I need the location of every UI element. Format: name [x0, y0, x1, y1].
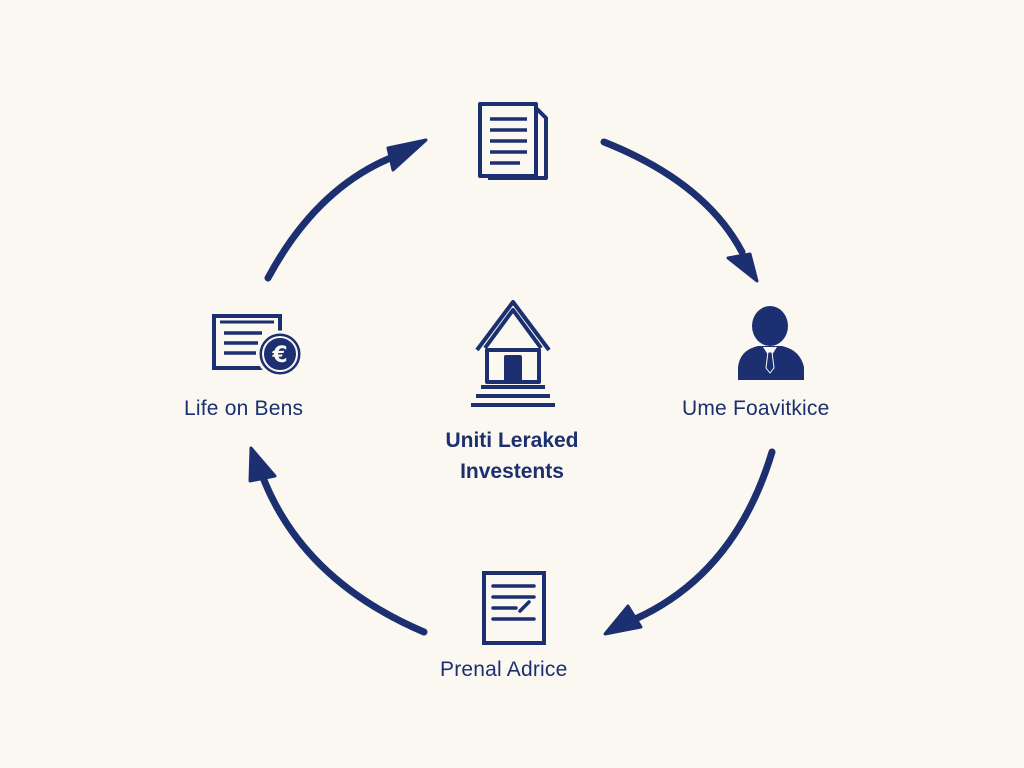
document-pen-icon — [482, 571, 546, 645]
center-label: Uniti Leraked Investents — [412, 425, 612, 487]
arrow-right-to-bottom — [603, 448, 776, 636]
node-right-label: Ume Foavitkice — [682, 397, 830, 420]
node-left-label: Life on Bens — [184, 397, 304, 420]
svg-text:€: € — [271, 343, 287, 368]
house-icon — [471, 300, 555, 407]
arrow-bottom-to-left — [248, 446, 428, 636]
arrow-top-to-right — [600, 138, 759, 283]
cycle-arrows — [248, 138, 776, 636]
document-stack-icon — [478, 102, 548, 180]
arrow-left-to-top — [264, 138, 428, 282]
center-label-line-1: Uniti Leraked — [445, 429, 579, 452]
euro-statement-icon: € — [212, 314, 304, 378]
businessman-icon — [738, 306, 804, 380]
center-label-line-2: Investents — [460, 460, 564, 483]
node-bottom-label: Prenal Adrice — [440, 658, 568, 681]
